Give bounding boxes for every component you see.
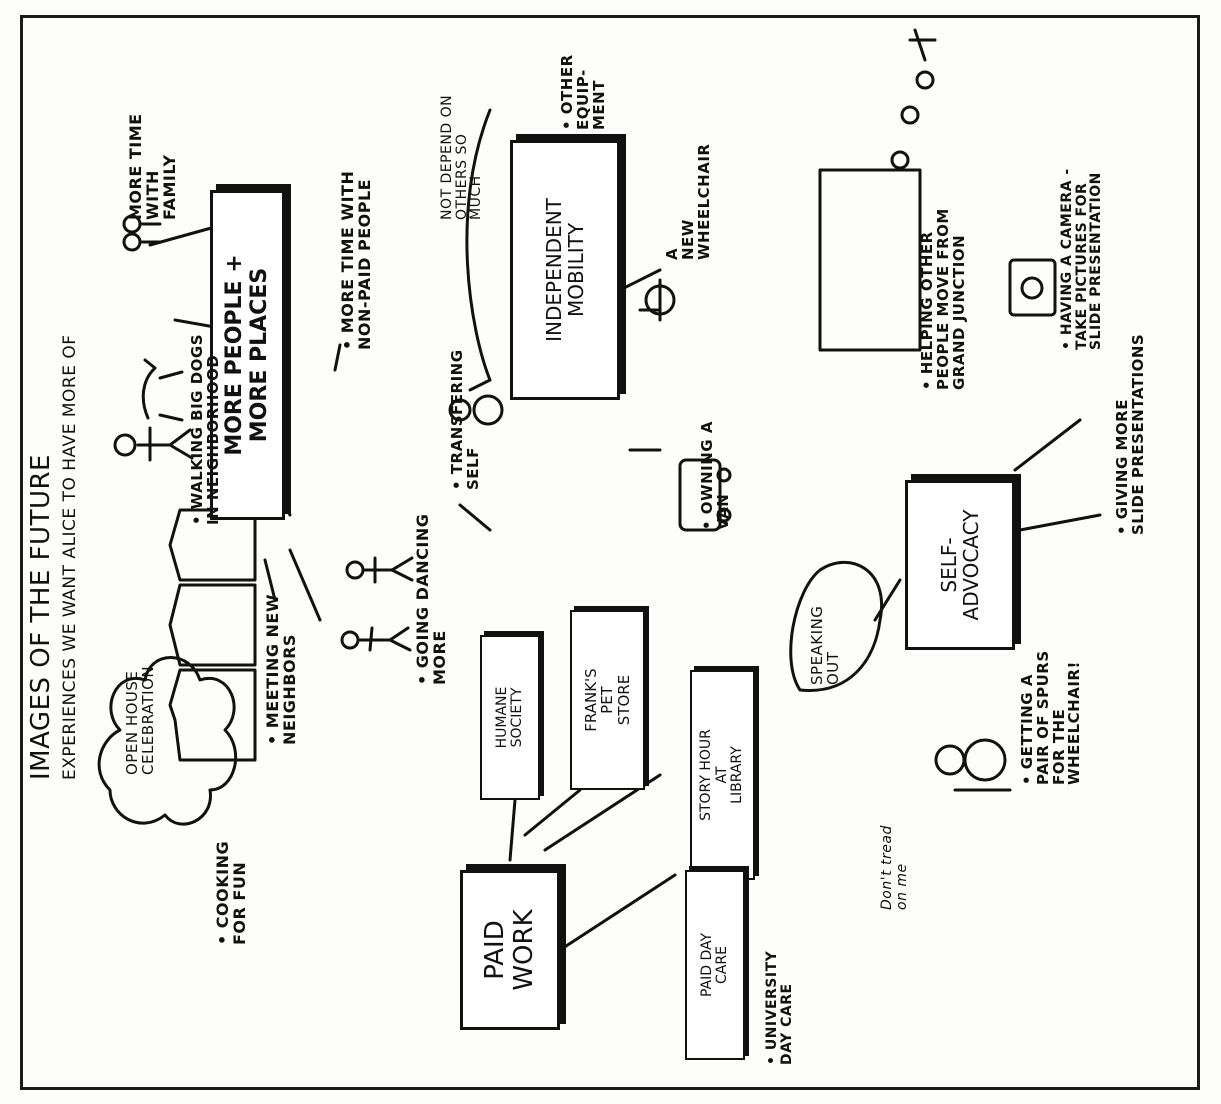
connector-lines bbox=[97, 28, 1102, 952]
box-story-hour-label: STORY HOUR AT LIBRARY bbox=[698, 729, 746, 821]
hub-self-advocacy: SELF- ADVOCACY bbox=[905, 480, 1015, 650]
hub-mobility-label: INDEPENDENT MOBILITY bbox=[542, 198, 588, 342]
box-franks-pet-store-label: FRANK'S PET STORE bbox=[581, 668, 633, 732]
item-open-house: OPEN HOUSE CELEBRATION bbox=[123, 665, 157, 775]
hub-mobility: INDEPENDENT MOBILITY bbox=[510, 140, 620, 400]
item-dancing: • GOING DANCING MORE bbox=[413, 513, 449, 685]
box-humane-society: HUMANE SOCIETY bbox=[480, 635, 540, 800]
item-walking-dogs: • WALKING BIG DOGS IN NEIGHBORHOOD bbox=[188, 333, 222, 525]
item-dont-tread: Don't tread on me bbox=[879, 825, 910, 910]
box-story-hour: STORY HOUR AT LIBRARY bbox=[690, 670, 755, 880]
item-other-equipment: • OTHER EQUIP- MENT bbox=[558, 54, 608, 130]
hub-self-advocacy-label: SELF- ADVOCACY bbox=[937, 509, 983, 621]
item-family: MORE TIME WITH FAMILY bbox=[126, 113, 179, 220]
hub-more-people-label: MORE PEOPLE + MORE PLACES bbox=[222, 254, 272, 456]
item-slide-presentations: • GIVING MORE SLIDE PRESENTATIONS bbox=[1113, 333, 1147, 535]
item-spurs: • GETTING A PAIR OF SPURS FOR THE WHEELC… bbox=[1018, 650, 1084, 785]
item-new-wheelchair: A NEW WHEELCHAIR bbox=[663, 143, 713, 260]
page-frame bbox=[20, 15, 1200, 1090]
hub-paid-work: PAID WORK bbox=[460, 870, 560, 1030]
item-speaking-out: SPEAKING OUT bbox=[808, 605, 842, 685]
item-university-day-care: • UNIVERSITY DAY CARE bbox=[764, 950, 795, 1065]
item-meeting-neighbors: • MEETING NEW NEIGHBORS bbox=[263, 593, 299, 745]
item-camera: • HAVING A CAMERA - TAKE PICTURES FOR SL… bbox=[1059, 168, 1105, 350]
item-non-paid: • MORE TIME WITH NON-PAID PEOPLE bbox=[338, 170, 374, 350]
box-paid-day-care-label: PAID DAY CARE bbox=[698, 932, 730, 998]
item-not-depend: NOT DEPEND ON OTHERS SO MUCH bbox=[439, 94, 485, 220]
box-franks-pet-store: FRANK'S PET STORE bbox=[570, 610, 645, 790]
item-cooking: • COOKING FOR FUN bbox=[213, 840, 249, 945]
item-transferring: • TRANSFERING SELF bbox=[448, 349, 482, 490]
rotated-content: IMAGES OF THE FUTURE EXPERIENCES WE WANT… bbox=[20, 15, 1200, 1090]
item-helping-others: • HELPING OTHER PEOPLE MOVE FROM GRAND J… bbox=[918, 208, 968, 390]
box-humane-society-label: HUMANE SOCIETY bbox=[493, 686, 525, 749]
hub-paid-work-label: PAID WORK bbox=[480, 909, 539, 991]
item-owning-van: • OWNING A VAN bbox=[698, 421, 732, 530]
box-paid-day-care: PAID DAY CARE bbox=[685, 870, 745, 1060]
